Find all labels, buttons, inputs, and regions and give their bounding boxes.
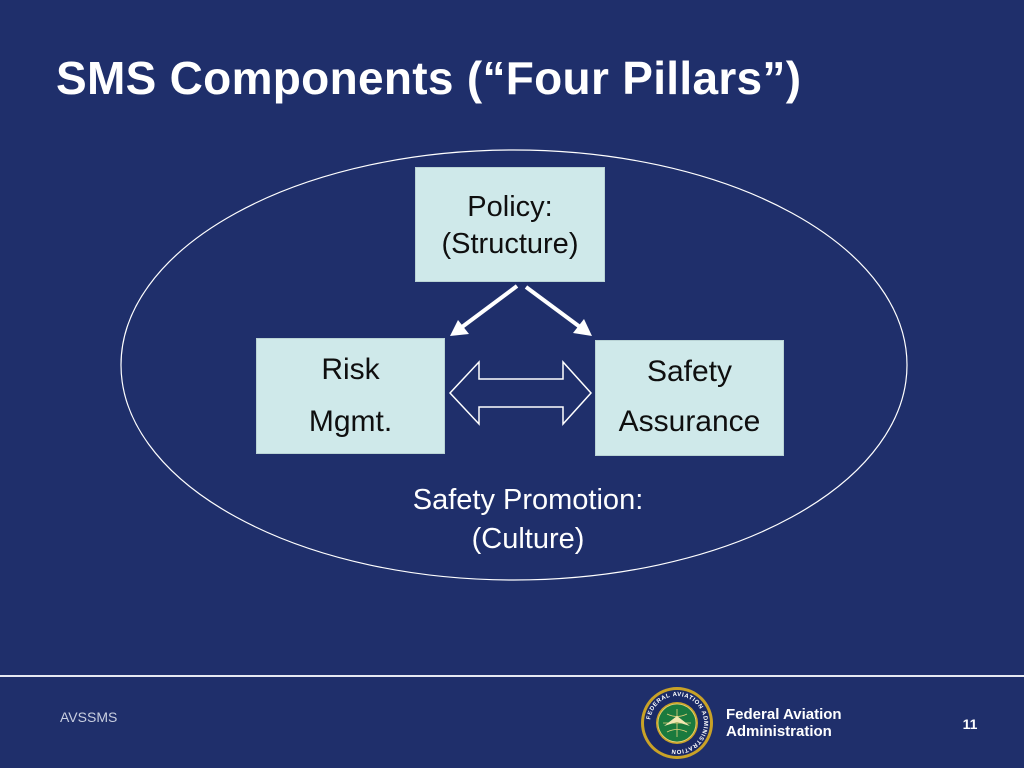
- risk-label: Risk: [321, 353, 380, 386]
- agency-line2: Administration: [726, 723, 832, 740]
- promotion-label: Safety Promotion:: [412, 484, 644, 516]
- policy-sublabel: (Structure): [441, 228, 579, 260]
- safety-promotion-ellipse: [120, 149, 908, 581]
- arrow-policy-to-assurance: [524, 285, 592, 336]
- footer-left-label: AVSSMS: [60, 709, 118, 725]
- promotion-sublabel: (Culture): [471, 523, 585, 555]
- double-arrow-risk-assurance: [448, 360, 593, 426]
- agency-line1: Federal Aviation: [726, 706, 842, 723]
- assurance-sublabel: Assurance: [618, 405, 761, 438]
- assurance-label: Safety: [646, 355, 733, 388]
- safety-promotion-label: Safety Promotion: (Culture): [340, 481, 716, 559]
- safety-assurance-box: Safety Assurance: [595, 340, 784, 456]
- page-number: 11: [962, 716, 978, 732]
- policy-label: Policy:: [467, 191, 553, 223]
- risk-sublabel: Mgmt.: [308, 405, 393, 438]
- slide-title: SMS Components (“Four Pillars”): [56, 52, 802, 104]
- risk-management-box: Risk Mgmt.: [256, 338, 445, 454]
- agency-name: Federal Aviation Administration: [726, 706, 842, 740]
- arrow-policy-to-risk: [450, 284, 519, 336]
- faa-seal-icon: FEDERAL AVIATION ADMINISTRATION: [641, 687, 713, 759]
- footer-divider: [0, 675, 1024, 677]
- policy-box: Policy: (Structure): [415, 167, 605, 282]
